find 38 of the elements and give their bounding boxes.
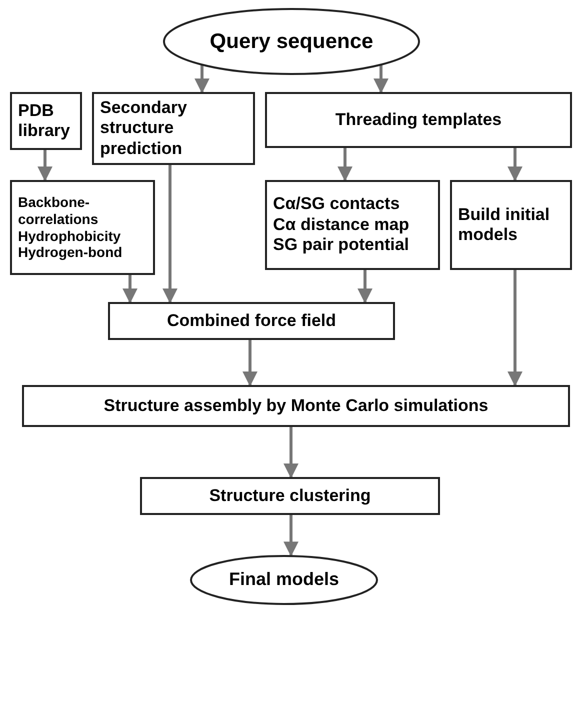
process-box bbox=[92, 92, 255, 165]
node-text: SG pair potential bbox=[273, 235, 410, 256]
arrow bbox=[162, 165, 178, 304]
process-box bbox=[10, 92, 82, 150]
arrow bbox=[284, 427, 298, 478]
terminal-ellipse bbox=[190, 555, 378, 605]
terminal-ellipse bbox=[163, 8, 420, 75]
process-box bbox=[140, 477, 440, 515]
node-text: Hydrogen-bond bbox=[18, 244, 122, 262]
node-text: Cα distance map bbox=[273, 214, 410, 236]
node-text: Query sequence bbox=[210, 28, 374, 54]
node-text: Final models bbox=[228, 569, 340, 591]
node-text: Cα/SG contacts bbox=[273, 194, 400, 215]
process-box bbox=[10, 180, 155, 275]
process-box bbox=[265, 180, 440, 270]
arrow bbox=[374, 66, 388, 94]
process-box bbox=[265, 92, 572, 148]
arrow bbox=[284, 515, 298, 557]
node-text: Hydrophobicity bbox=[18, 228, 121, 244]
node-text: Secondary structure prediction bbox=[100, 98, 188, 160]
arrow bbox=[358, 270, 372, 304]
node-text: Structure assembly by Monte Carlo simulations bbox=[104, 396, 488, 416]
arrow bbox=[508, 148, 522, 182]
process-box bbox=[22, 385, 570, 427]
arrow bbox=[38, 150, 52, 182]
arrow bbox=[122, 275, 138, 304]
arrow bbox=[242, 340, 258, 386]
node-text: PDB library bbox=[18, 100, 71, 142]
node-text: Backbone-correlations bbox=[18, 194, 100, 228]
process-box bbox=[108, 302, 395, 340]
arrow bbox=[338, 148, 352, 182]
node-text: Structure clustering bbox=[209, 486, 371, 506]
node-text: Combined force field bbox=[166, 310, 336, 332]
arrow bbox=[194, 66, 210, 94]
node-text: Threading templates bbox=[335, 110, 502, 130]
arrow bbox=[508, 270, 522, 386]
process-box bbox=[450, 180, 572, 270]
node-text: Build initial models bbox=[458, 204, 551, 246]
